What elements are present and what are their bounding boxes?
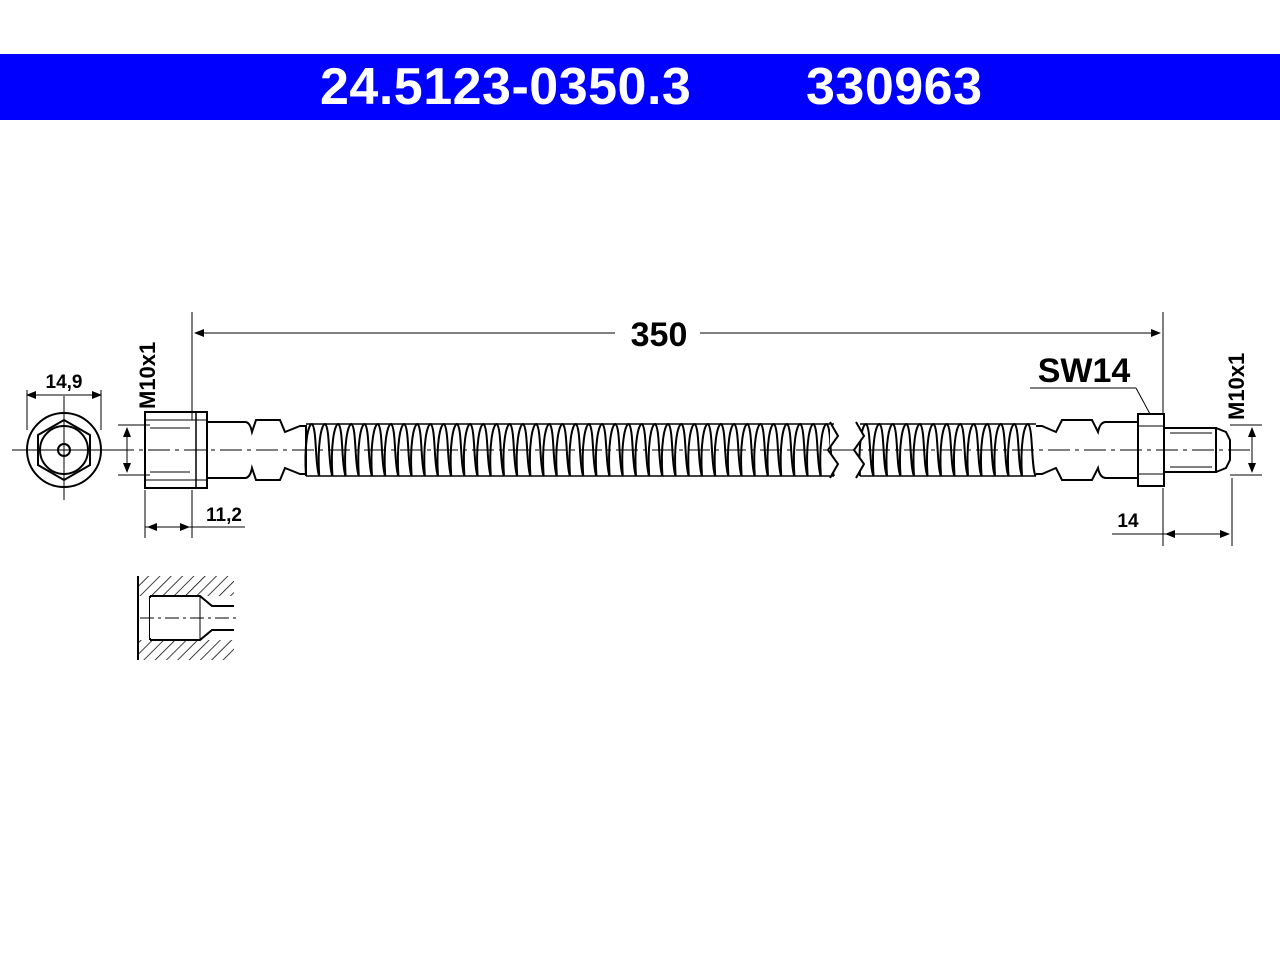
hose-coil-winding bbox=[766, 422, 783, 477]
wrench-size-label: SW14 bbox=[1038, 352, 1131, 390]
hose-coil-winding bbox=[423, 422, 439, 477]
part-number: 24.5123-0350.3 bbox=[320, 58, 692, 116]
hose-coil-winding bbox=[660, 422, 677, 477]
left-fitting-length-label: 11,2 bbox=[206, 505, 242, 526]
hose-coil-winding bbox=[555, 422, 571, 477]
hose-coil-winding bbox=[713, 422, 730, 477]
hose-coil-winding bbox=[304, 422, 321, 477]
hose-coil-winding bbox=[792, 422, 809, 477]
length-dimension bbox=[191, 312, 1164, 420]
hose-coil-winding bbox=[357, 422, 373, 477]
hose-coil-winding bbox=[687, 422, 703, 477]
hose-coil-winding bbox=[608, 422, 624, 477]
left-fitting bbox=[118, 411, 307, 538]
hose-coil-winding bbox=[912, 422, 929, 477]
hose-coil-winding bbox=[449, 422, 466, 477]
length-label: 350 bbox=[631, 316, 688, 354]
hose-coil-winding bbox=[634, 422, 651, 477]
right-fitting bbox=[1030, 387, 1262, 546]
hose-coil-winding bbox=[594, 422, 611, 477]
hose-coil-winding bbox=[926, 422, 942, 477]
hose-coil-winding bbox=[621, 422, 637, 477]
hose-coil-winding bbox=[515, 422, 532, 477]
right-thread-label: M10x1 bbox=[1224, 353, 1249, 420]
hose-coil-right bbox=[858, 422, 1037, 477]
hose-coil-winding bbox=[1020, 422, 1037, 477]
reference-number: 330963 bbox=[806, 58, 983, 116]
hose-coil-winding bbox=[647, 422, 664, 477]
hose-coil-winding bbox=[740, 422, 756, 477]
hose-coil-winding bbox=[806, 422, 822, 477]
hose-coil-winding bbox=[317, 422, 334, 477]
hose-coil-winding bbox=[489, 422, 505, 477]
header-bar bbox=[0, 54, 1280, 120]
hose-coil-winding bbox=[462, 422, 479, 477]
hose-coil-winding bbox=[502, 422, 519, 477]
hose-coil-winding bbox=[568, 422, 585, 477]
flange-diameter-label: 14,9 bbox=[46, 372, 83, 393]
hose-coil-winding bbox=[779, 422, 796, 477]
hose-coil-winding bbox=[700, 422, 717, 477]
hose-coil-winding bbox=[330, 422, 347, 477]
hose-coil-winding bbox=[1007, 422, 1023, 477]
break-symbol bbox=[826, 421, 866, 479]
hose-coil-winding bbox=[753, 422, 769, 477]
end-view bbox=[12, 390, 120, 500]
right-fitting-length-label: 14 bbox=[1117, 511, 1139, 532]
hose-coil-winding bbox=[436, 422, 453, 477]
hose-coil-winding bbox=[726, 422, 743, 477]
hose-coil-winding bbox=[528, 422, 545, 477]
hose-coil-winding bbox=[674, 422, 690, 477]
hose-coil-winding bbox=[885, 422, 902, 477]
hose-coil-winding bbox=[872, 422, 888, 477]
hose-coil-winding bbox=[993, 422, 1010, 477]
hose-coil-winding bbox=[344, 422, 360, 477]
hose-coil-winding bbox=[396, 422, 413, 477]
hose-coil-left bbox=[304, 422, 835, 477]
hose-coil-winding bbox=[476, 422, 492, 477]
hose-coil-winding bbox=[410, 422, 426, 477]
hose-coil-winding bbox=[542, 422, 558, 477]
hose-coil-winding bbox=[581, 422, 598, 477]
hose-coil-winding bbox=[939, 422, 956, 477]
left-thread-label: M10x1 bbox=[135, 342, 160, 409]
hose-coil-winding bbox=[383, 422, 400, 477]
hose-coil-winding bbox=[953, 422, 969, 477]
section-view bbox=[137, 576, 240, 660]
hose-coil-winding bbox=[858, 422, 875, 477]
hose-coil-winding bbox=[966, 422, 983, 477]
hose-coil-winding bbox=[980, 422, 996, 477]
hose-coil-winding bbox=[370, 422, 387, 477]
hose-coil-winding bbox=[899, 422, 915, 477]
